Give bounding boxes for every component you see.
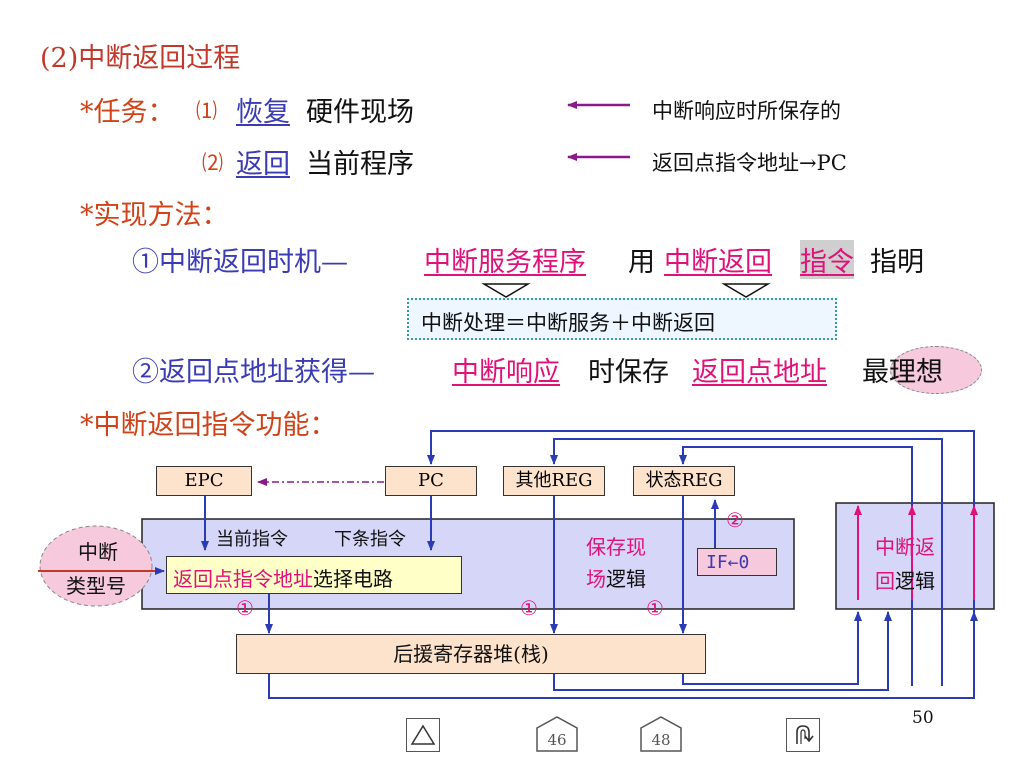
return-icon	[796, 725, 814, 744]
step2-marker: ②	[726, 508, 744, 532]
save-logic-line1: 保存现	[586, 535, 646, 559]
stack-loop-2	[553, 611, 892, 691]
status-reg-label: 状态REG	[645, 470, 723, 491]
step1-marker-c: ①	[646, 596, 664, 620]
method-line1-link-return[interactable]: 中断返回	[664, 247, 772, 278]
task-item2-number: ⑵	[202, 151, 223, 175]
task-item2-text: 当前程序	[306, 149, 414, 180]
prev-page-button[interactable]: 46	[536, 716, 578, 752]
return-logic-line1: 中断返	[875, 535, 935, 559]
hollow-down-arrow-2	[721, 283, 771, 298]
task-item1-link[interactable]: 恢复	[236, 97, 290, 128]
method-line1-mid: 用	[628, 247, 655, 278]
pc-label: PC	[418, 470, 444, 491]
house-shape-icon	[536, 716, 578, 752]
method-line1-link-service[interactable]: 中断服务程序	[424, 247, 586, 278]
task-item2-note: 返回点指令地址→PC	[652, 151, 847, 175]
save-logic-pink2: 场	[586, 567, 606, 591]
interrupt-type-line1: 中断	[78, 540, 118, 564]
stack-loop-1	[268, 611, 978, 699]
method-line2-prefix: ②返回点地址获得—	[132, 357, 375, 388]
formula-text: 中断处理＝中断服务＋中断返回	[421, 311, 715, 335]
task-item2-link[interactable]: 返回	[236, 149, 290, 180]
prev-page-label: 46	[547, 731, 567, 749]
method-line1-link-instr[interactable]: 指令	[800, 240, 854, 279]
next-instr-label: 下条指令	[334, 529, 406, 550]
hollow-down-arrow-1	[481, 283, 531, 298]
function-label: *中断返回指令功能：	[80, 410, 337, 441]
current-instr-label: 当前指令	[216, 529, 288, 550]
method-label: *实现方法：	[80, 200, 229, 231]
return-loop-otherreg	[550, 438, 943, 686]
interrupt-type-line2: 类型号	[66, 574, 126, 598]
formula-box: 中断处理＝中断服务＋中断返回	[407, 298, 837, 340]
page-number: 50	[912, 708, 934, 728]
save-logic-black: 逻辑	[606, 567, 646, 591]
ideal-ellipse	[890, 346, 982, 394]
method-line1-prefix: ①中断返回时机—	[132, 247, 348, 278]
backup-register-stack: 后援寄存器堆(栈)	[236, 634, 706, 674]
method-line2-suffix: 最理想	[862, 357, 943, 388]
epc-label: EPC	[184, 470, 224, 491]
first-page-button[interactable]	[406, 718, 440, 752]
step1-marker-b: ①	[520, 596, 538, 620]
return-logic-pink2: 回	[875, 569, 895, 593]
next-page-label: 48	[651, 731, 671, 749]
house-shape-icon	[640, 716, 682, 752]
task-item1-text: 硬件现场	[306, 97, 414, 128]
other-reg-box: 其他REG	[503, 466, 605, 496]
task-item1-number: ⑴	[196, 99, 217, 123]
select-circuit-black: 选择电路	[313, 567, 393, 591]
triangle-up-icon	[410, 724, 436, 745]
step1-marker-a: ①	[236, 596, 254, 620]
if-clear-label: IF←0	[706, 552, 750, 573]
select-circuit-pink: 返回点指令地址	[173, 567, 313, 591]
interrupt-type-ellipse	[39, 525, 153, 607]
section-heading: (2)中断返回过程	[40, 43, 241, 74]
method-line2-link-address[interactable]: 返回点地址	[692, 357, 827, 388]
task-item1-note: 中断响应时所保存的	[652, 99, 841, 123]
return-logic-panel	[835, 502, 995, 610]
return-logic-black: 逻辑	[895, 569, 935, 593]
stack-loop-3	[682, 611, 862, 685]
task-label: *任务：	[80, 97, 175, 128]
next-page-button[interactable]: 48	[640, 716, 682, 752]
pc-box: PC	[385, 466, 477, 496]
method-line1-suffix: 指明	[870, 247, 924, 278]
status-reg-box: 状态REG	[633, 466, 735, 496]
method-line2-mid: 时保存	[588, 357, 669, 388]
other-reg-label: 其他REG	[515, 470, 593, 491]
epc-box: EPC	[156, 466, 252, 496]
select-circuit-box: 返回点指令地址 选择电路	[166, 556, 462, 594]
if-clear-box: IF←0	[697, 548, 777, 576]
method-line2-link-response[interactable]: 中断响应	[452, 357, 560, 388]
stack-label: 后援寄存器堆(栈)	[393, 642, 549, 666]
return-button[interactable]	[786, 718, 820, 752]
